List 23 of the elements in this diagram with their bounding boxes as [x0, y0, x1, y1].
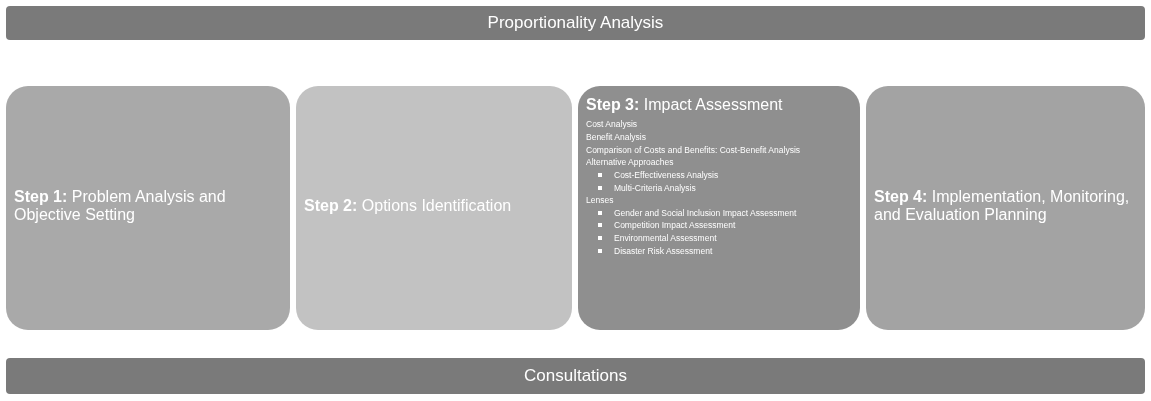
list-item: Benefit Analysis — [586, 132, 647, 143]
step-card — [578, 86, 860, 330]
bullet-item: Competition Impact Assessment — [586, 220, 852, 231]
list-item: Alternative Approaches — [586, 157, 675, 168]
band-title: Consultations — [524, 366, 627, 386]
bullet-item: Cost-Effectiveness Analysis — [586, 169, 852, 181]
step-title: Step 3: Impact Assessment — [586, 96, 784, 115]
bullet-item: Environmental Assessment — [586, 233, 852, 244]
step-card — [296, 86, 572, 330]
step-title: Step 1: Problem Analysis and Objective Setting — [14, 187, 227, 225]
list-item: Cost Analysis — [586, 119, 639, 130]
bullet-item: Disaster Risk Assessment — [586, 245, 852, 257]
header-band — [6, 6, 1145, 40]
list-item: Lenses — [586, 195, 615, 206]
step-card — [6, 86, 290, 330]
bullet-item: Gender and Social Inclusion Impact Assessment — [586, 207, 852, 219]
bullet-item: Multi-Criteria Analysis — [586, 182, 852, 194]
step-card — [866, 86, 1145, 330]
step-title: Step 4: Implementation, Monitoring, and Evaluation Planning — [874, 187, 1131, 225]
step-title: Step 2: Options Identification — [304, 196, 513, 216]
band-title: Proportionality Analysis — [487, 13, 664, 33]
footer-band — [6, 358, 1145, 394]
list-item: Comparison of Costs and Benefits: Cost-Benefit Analysis — [586, 144, 802, 156]
